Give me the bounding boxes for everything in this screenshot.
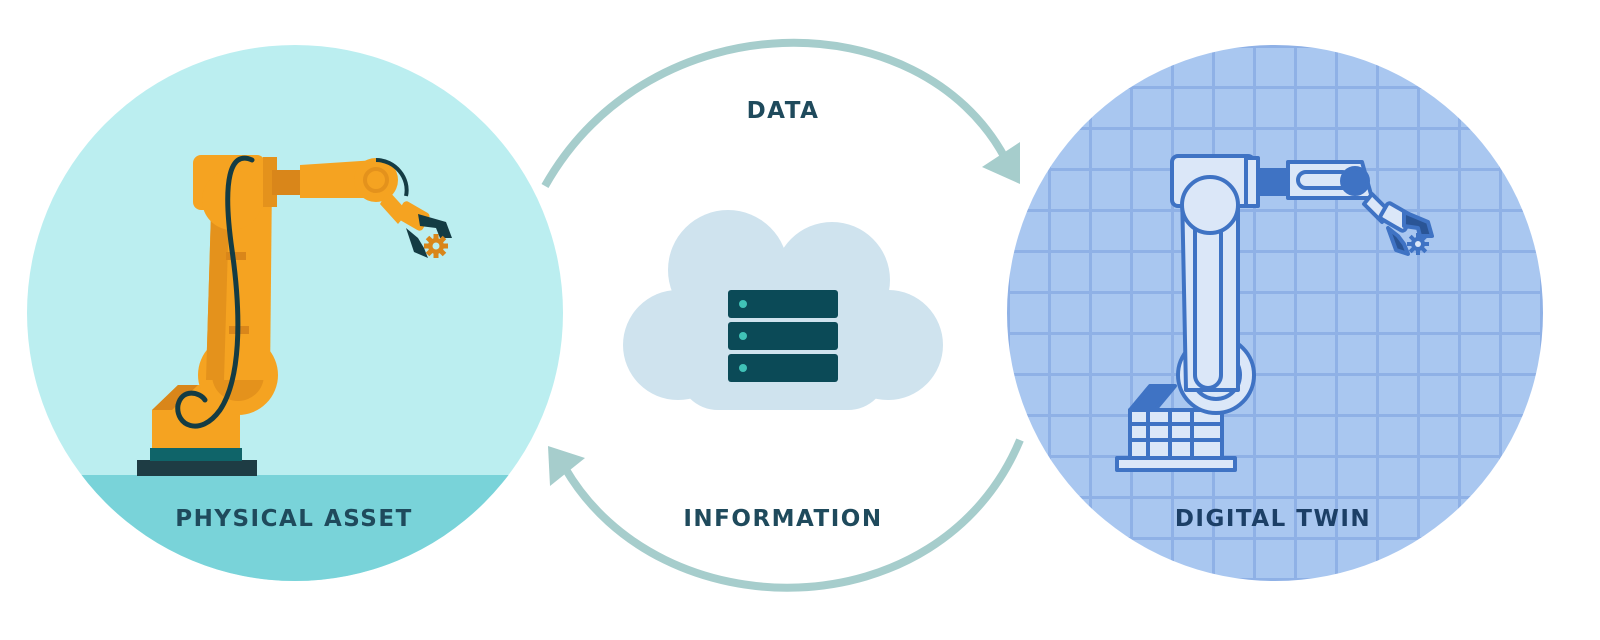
physical-asset-panel: PHYSICAL ASSET <box>27 45 563 581</box>
data-label: DATA <box>747 98 820 124</box>
digital-twin-panel: DIGITAL TWIN <box>1007 45 1543 581</box>
information-flow-arrow <box>548 438 1024 592</box>
server-stack-icon <box>728 290 838 382</box>
physical-asset-label: PHYSICAL ASSET <box>175 506 413 532</box>
robot-arm-blueprint-icon <box>1115 154 1434 472</box>
cloud-server-icon <box>623 210 943 410</box>
physical-floor <box>27 475 563 581</box>
industrial-robot-arm-icon <box>137 155 452 476</box>
data-flow-arrow <box>541 38 1020 188</box>
digital-twin-label: DIGITAL TWIN <box>1175 506 1371 532</box>
information-label: INFORMATION <box>683 506 882 532</box>
twin-grid-background <box>1007 45 1543 581</box>
